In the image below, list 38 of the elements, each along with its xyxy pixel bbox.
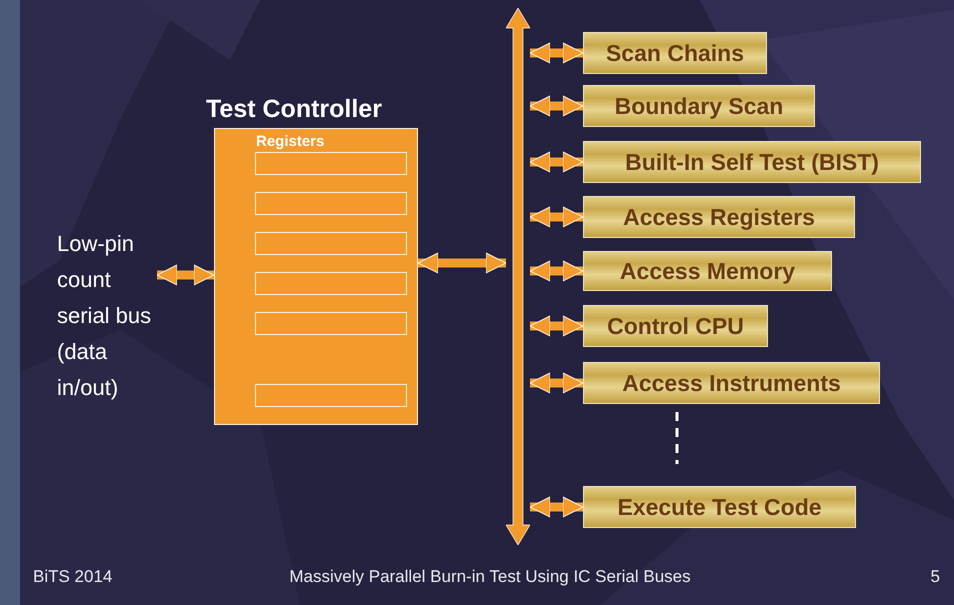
box-title: Test Controller (206, 95, 382, 124)
function-box (583, 196, 855, 238)
function-label: Access Registers (623, 204, 815, 230)
function-label: Scan Chains (606, 40, 744, 66)
double-arrow (156, 264, 214, 286)
double-arrow (530, 372, 584, 394)
footer-text: 5 (930, 567, 940, 587)
function-label: Access Memory (620, 258, 796, 284)
function-label: Built-In Self Test (BIST) (625, 148, 879, 176)
double-arrow (530, 260, 584, 282)
function-box (583, 32, 767, 74)
register-box (255, 232, 407, 255)
register-box (255, 152, 407, 175)
register-box (255, 312, 407, 335)
double-arrow (530, 96, 584, 116)
register-box (255, 192, 407, 215)
function-label: Boundary Scan (614, 92, 784, 120)
function-label: Execute Test Code (617, 494, 822, 520)
function-box (583, 486, 856, 528)
double-arrow (530, 496, 584, 518)
function-label: Control CPU (607, 312, 744, 340)
function-label: Access Instruments (622, 370, 841, 396)
section-label: Registers (256, 133, 324, 150)
double-arrow (530, 316, 584, 336)
footer-text: Massively Parallel Burn-in Test Using IC Serial Buses (289, 567, 691, 587)
function-box (583, 251, 832, 291)
double-arrow (530, 206, 584, 228)
register-box (255, 384, 407, 407)
function-box (583, 305, 768, 347)
footer-text: BiTS 2014 (33, 567, 112, 587)
function-box (583, 362, 880, 404)
double-arrow (530, 42, 584, 64)
function-box (583, 141, 921, 183)
bus-label: Low-pin count serial bus (data in/out) (57, 230, 152, 402)
double-arrow (418, 252, 506, 274)
register-box (255, 272, 407, 295)
double-arrow (530, 152, 584, 172)
function-box (583, 85, 815, 127)
